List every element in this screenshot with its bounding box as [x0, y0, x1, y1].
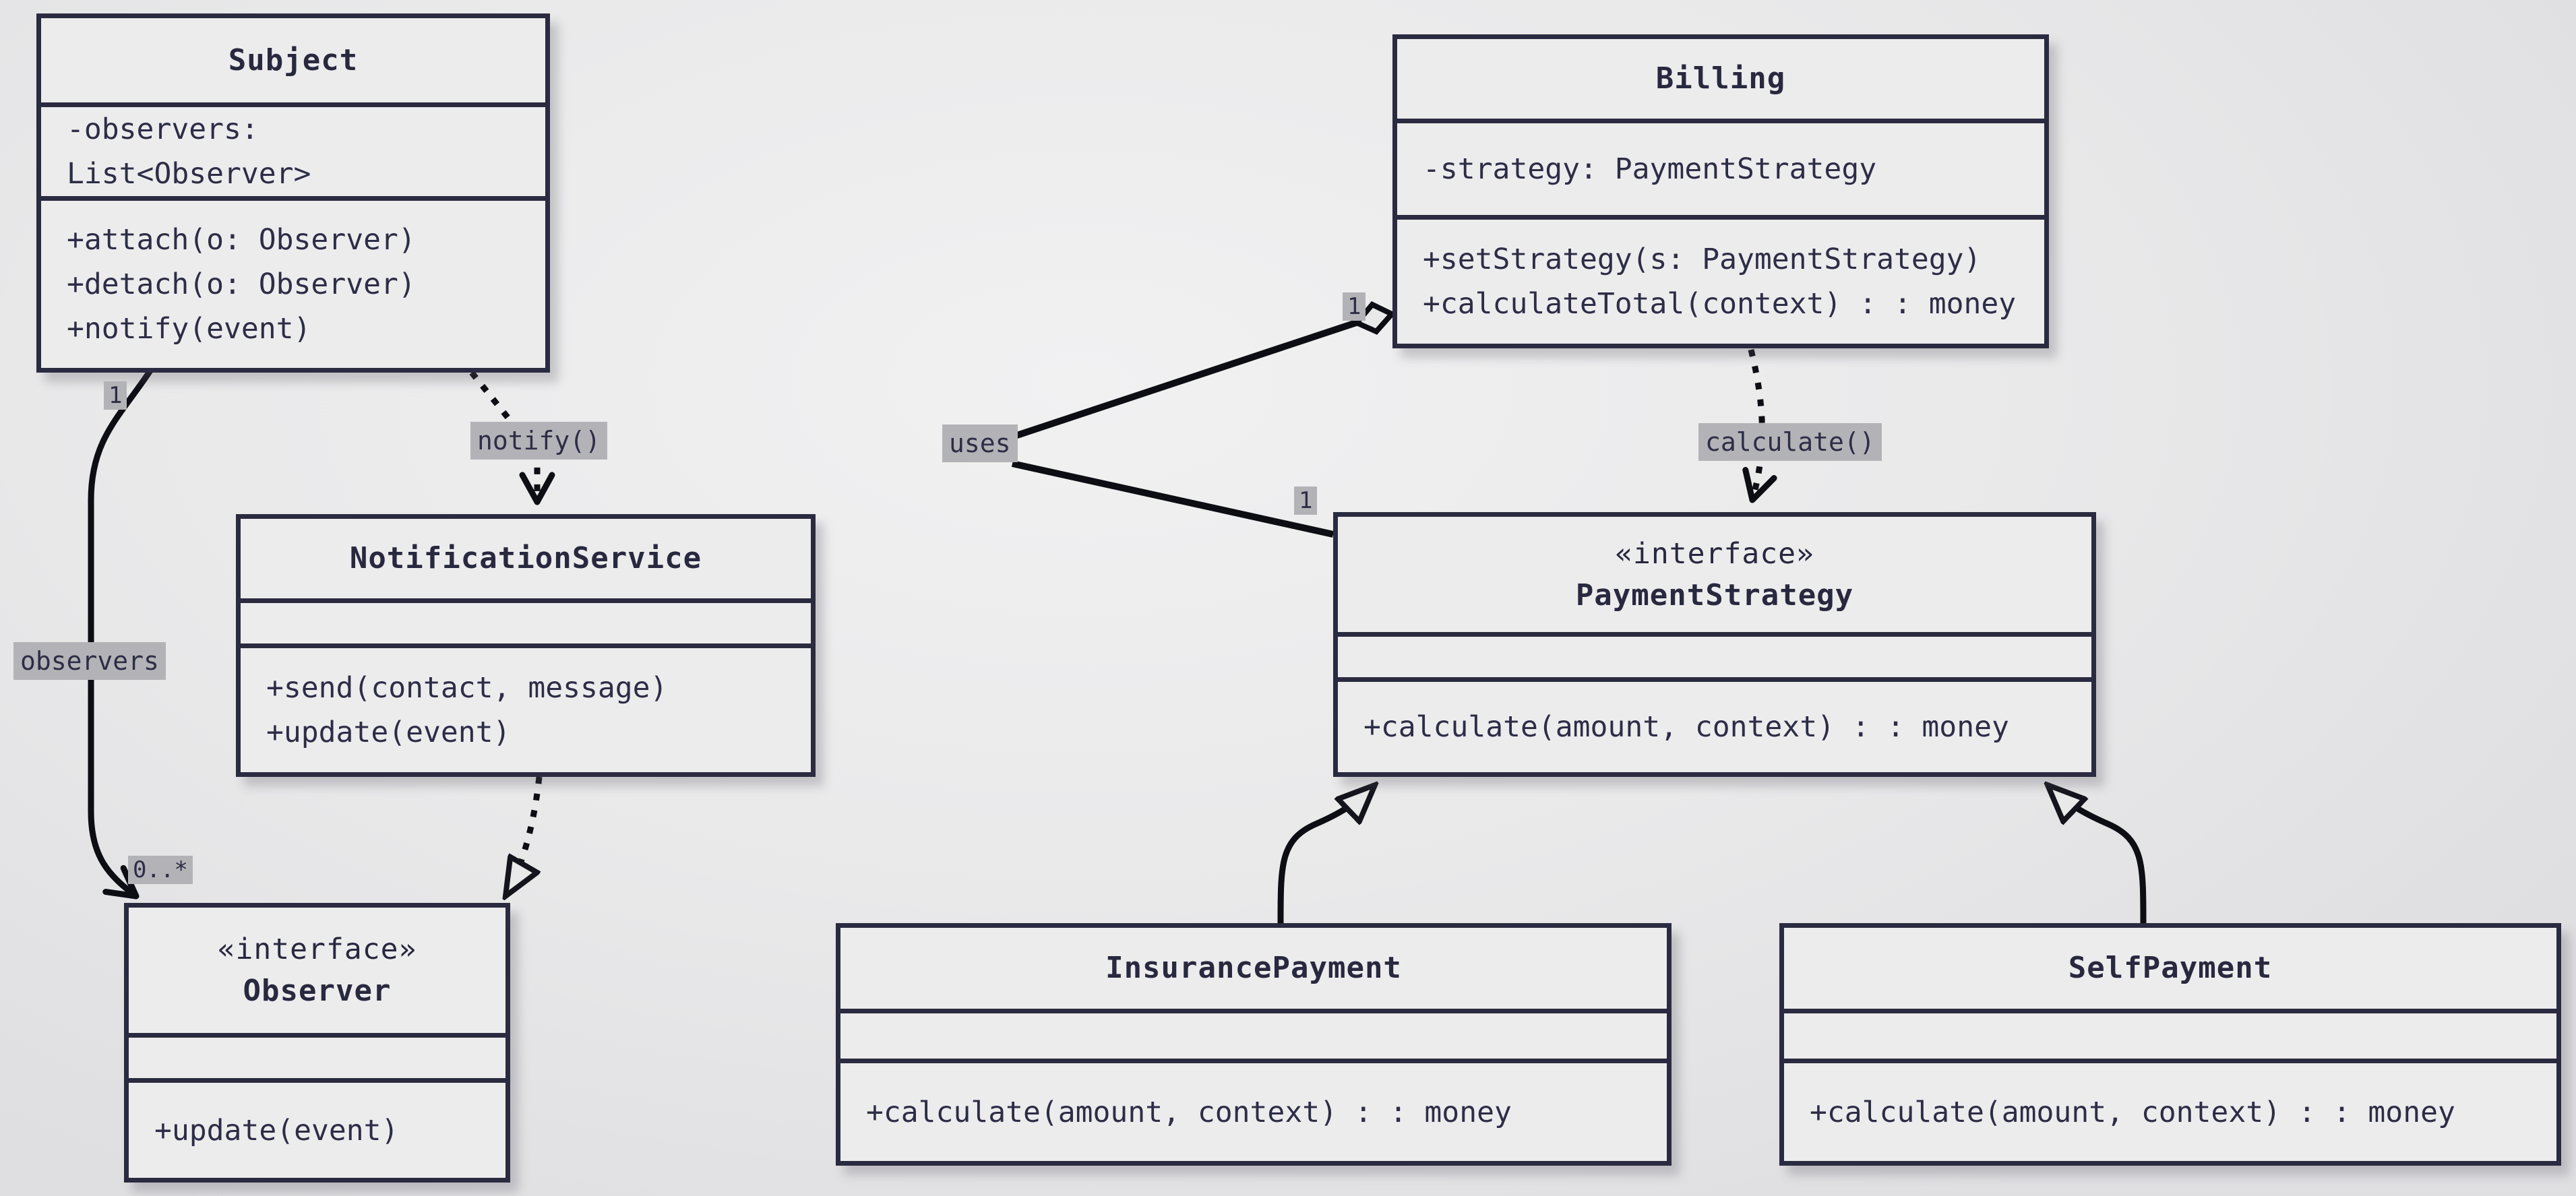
method: +calculate(amount, context) : : money: [1363, 710, 2009, 744]
class-name: Subject: [228, 42, 359, 77]
class-attributes: -observers: List<Observer>: [41, 107, 545, 201]
edge-label-calculate: calculate(): [1698, 423, 1882, 461]
class-subject: Subject -observers: List<Observer> +atta…: [36, 13, 550, 373]
method: +detach(o: Observer): [67, 267, 416, 301]
calculate-dependency-line: [1742, 348, 1777, 503]
uses-association-line-a: [1014, 319, 1359, 439]
method: +send(contact, message): [266, 671, 668, 705]
multiplicity-billing-end: 1: [1343, 292, 1366, 321]
attribute: -strategy: PaymentStrategy: [1423, 152, 1877, 186]
class-title: Subject: [41, 18, 545, 107]
empty-compartment: [154, 1055, 480, 1061]
class-methods: +calculate(amount, context) : : money: [1338, 682, 2091, 772]
multiplicity-observer-end: 0..*: [128, 856, 193, 884]
class-methods: +calculate(amount, context) : : money: [840, 1063, 1667, 1161]
class-observer: «interface» Observer +update(event): [124, 903, 510, 1183]
class-methods: +send(contact, message) +update(event): [241, 648, 811, 772]
class-stereotype: «interface»: [1615, 536, 1814, 571]
method: +update(event): [266, 716, 511, 749]
class-methods: +update(event): [129, 1083, 505, 1178]
class-attributes: [1784, 1013, 2556, 1063]
class-methods: +calculate(amount, context) : : money: [1784, 1063, 2556, 1161]
class-attributes: [840, 1013, 1667, 1063]
class-title: Billing: [1397, 39, 2044, 123]
observers-association-line: [88, 369, 153, 900]
class-attributes: [1338, 637, 2091, 682]
class-name: SelfPayment: [2068, 951, 2273, 985]
insurance-generalization-line: [1277, 785, 1375, 924]
method: +notify(event): [67, 312, 311, 346]
empty-compartment: [866, 1033, 1641, 1040]
class-attributes: [129, 1038, 505, 1083]
class-billing: Billing -strategy: PaymentStrategy +setS…: [1392, 34, 2049, 348]
realization-line: [505, 776, 543, 896]
class-attributes: -strategy: PaymentStrategy: [1397, 123, 2044, 220]
class-payment-strategy: «interface» PaymentStrategy +calculate(a…: [1333, 512, 2096, 777]
empty-compartment: [1810, 1033, 2531, 1040]
method: +attach(o: Observer): [67, 223, 416, 257]
class-name: PaymentStrategy: [1575, 577, 1854, 612]
class-methods: +setStrategy(s: PaymentStrategy) +calcul…: [1397, 220, 2044, 344]
method: +setStrategy(s: PaymentStrategy): [1423, 243, 1982, 276]
class-insurance-payment: InsurancePayment +calculate(amount, cont…: [836, 923, 1672, 1166]
class-name: Billing: [1655, 61, 1786, 96]
edge-label-notify: notify(): [470, 422, 608, 460]
class-name: InsurancePayment: [1105, 951, 1402, 985]
multiplicity-subject-end: 1: [104, 381, 127, 410]
class-title: «interface» PaymentStrategy: [1338, 517, 2091, 637]
method: +update(event): [154, 1113, 399, 1147]
class-notification-service: NotificationService +send(contact, messa…: [236, 514, 816, 777]
aggregation-diamond: [1352, 301, 1397, 335]
class-attributes: [241, 603, 811, 648]
class-title: NotificationService: [241, 519, 811, 603]
multiplicity-strategy-end: 1: [1294, 486, 1318, 515]
empty-compartment: [1363, 654, 2066, 660]
method: +calculate(amount, context) : : money: [866, 1095, 1512, 1129]
method: +calculateTotal(context) : : money: [1423, 287, 2017, 321]
class-stereotype: «interface»: [217, 933, 417, 966]
uses-association-line-b: [1011, 460, 1335, 538]
self-generalization-line: [2048, 785, 2147, 924]
class-name: Observer: [243, 974, 392, 1008]
class-title: SelfPayment: [1784, 928, 2556, 1013]
class-name: NotificationService: [349, 541, 702, 575]
attribute: -observers: List<Observer>: [67, 113, 311, 191]
class-title: InsurancePayment: [840, 928, 1667, 1013]
edge-label-uses: uses: [942, 424, 1018, 462]
empty-compartment: [266, 620, 785, 627]
method: +calculate(amount, context) : : money: [1810, 1095, 2455, 1129]
class-methods: +attach(o: Observer) +detach(o: Observer…: [41, 201, 545, 368]
edge-label-observers: observers: [13, 642, 166, 680]
class-title: «interface» Observer: [129, 908, 505, 1038]
class-self-payment: SelfPayment +calculate(amount, context) …: [1779, 923, 2561, 1166]
